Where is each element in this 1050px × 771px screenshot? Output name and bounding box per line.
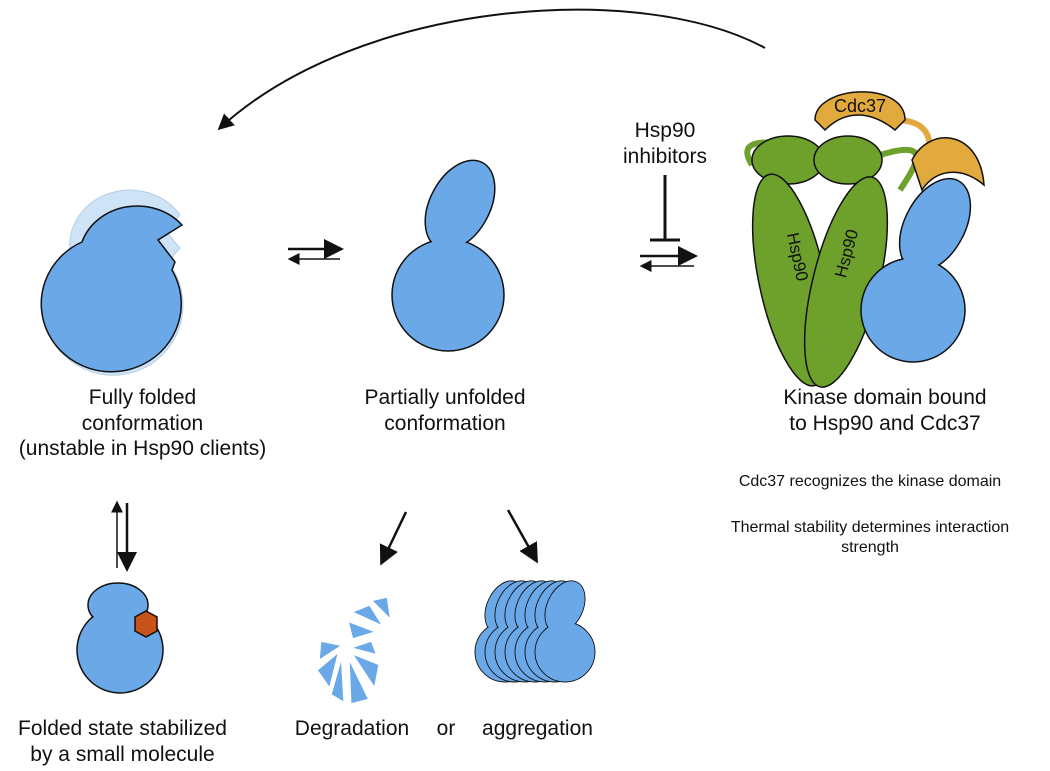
partially-unfolded-kinase [391, 159, 505, 352]
note-thermal: Thermal stability determines interaction… [730, 519, 1010, 556]
inhibition-symbol [650, 175, 680, 242]
kinase-bound-label: Kinase domain bound to Hsp90 and Cdc37 [783, 386, 987, 435]
return-arrow [217, 8, 766, 131]
small-molecule-hexagon [134, 610, 158, 638]
aggregated-stack [474, 573, 596, 683]
equilibrium-arrows-2 [639, 246, 698, 272]
fully-folded-kinase [40, 189, 184, 376]
partially-unfolded-label: Partially unfolded conformation [364, 386, 526, 435]
small-molecule-label: Folded state stabilized by a small molec… [18, 717, 227, 766]
degradation-label: Degradation [294, 717, 410, 740]
aggregation-label: aggregation [482, 717, 593, 740]
fully-folded-label: Fully folded conformation (unstable in H… [18, 386, 267, 461]
hsp90-cdc37-complex [744, 91, 985, 388]
degradation-arrow [379, 511, 408, 566]
aggregation-arrow [506, 509, 538, 564]
or-label: or [436, 717, 456, 740]
equilibrium-arrows-1 [287, 239, 344, 265]
inhibitors-label: Hsp90 inhibitors [622, 119, 708, 168]
stabilized-kinase [76, 582, 164, 694]
degraded-fragments [313, 594, 395, 707]
note-cdc37: Cdc37 recognizes the kinase domain [738, 473, 1002, 490]
vertical-equilibrium-arrows [111, 500, 137, 572]
cdc37-label: Cdc37 [834, 96, 886, 116]
